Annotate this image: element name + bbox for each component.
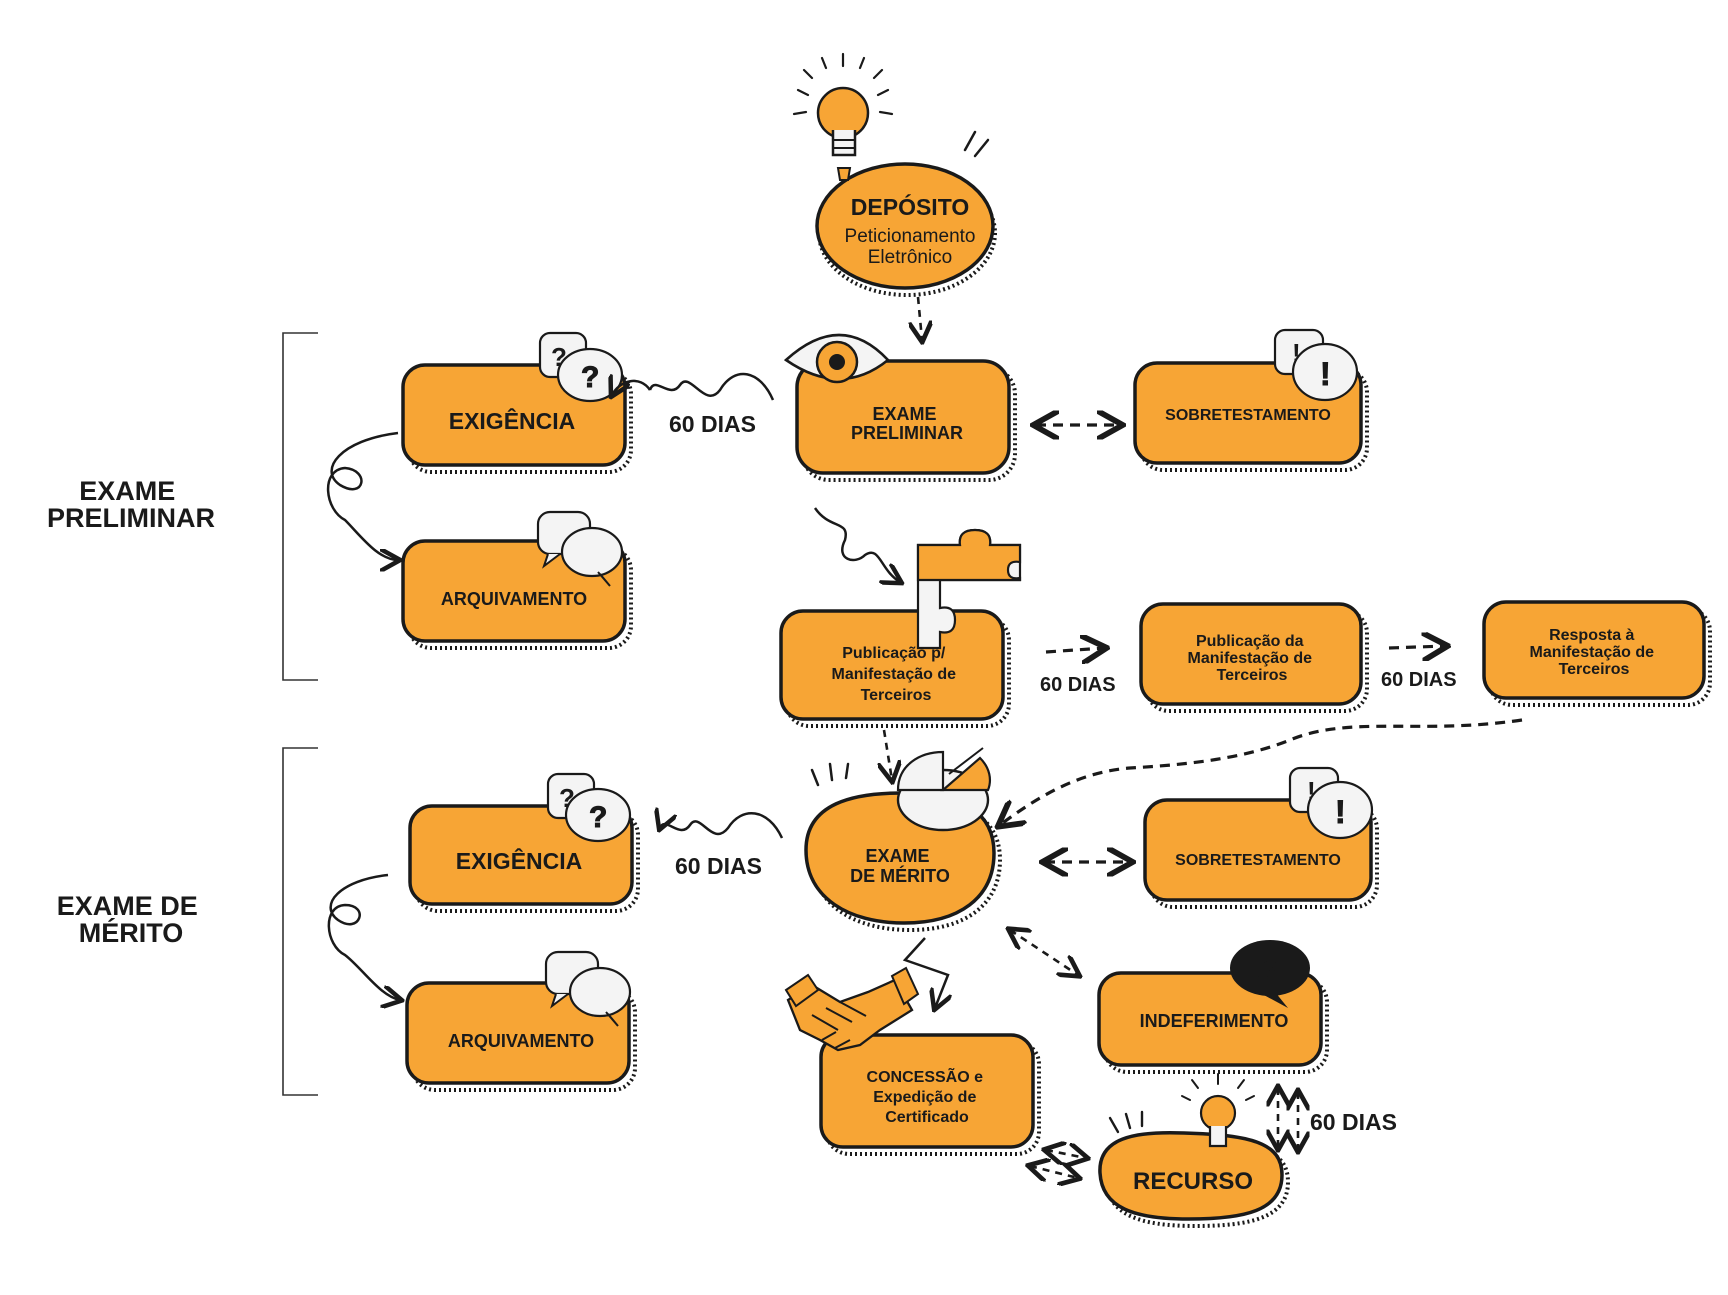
- chat-bubble-icon: [536, 510, 624, 587]
- exame-preliminar-node: EXAME PRELIMINAR: [795, 359, 1017, 482]
- exame-preliminar-label: EXAME PRELIMINAR: [851, 404, 963, 443]
- arrow-publicacao-exame-merito: [884, 729, 892, 780]
- svg-text:!?: !?: [1252, 955, 1278, 986]
- question-bubble-icon-2: ? ?: [546, 772, 632, 843]
- arrow-publicacao-da-resposta: [1388, 646, 1445, 648]
- arrow-concessao-recurso-2: [1030, 1166, 1078, 1178]
- publicacao-da-label: Publicação da Manifestação de Terceiros: [1188, 633, 1317, 684]
- exclamation-bubble-icon: ! !: [1273, 328, 1359, 402]
- arquivamento-label-1: ARQUIVAMENTO: [441, 589, 587, 609]
- days-label-4: 60 DIAS: [675, 853, 762, 879]
- svg-text:?: ?: [581, 361, 599, 394]
- exigencia-label-1: EXIGÊNCIA: [449, 407, 576, 434]
- indeferimento-node: INDEFERIMENTO: [1097, 971, 1329, 1074]
- exclamation-bubble-icon-2: ! !: [1288, 766, 1374, 840]
- days-label-2: 60 DIAS: [1040, 674, 1116, 696]
- arrow-resposta-exame-merito: [1000, 718, 1523, 825]
- deposito-node: DEPÓSITO Peticionamento Eletrônico: [815, 162, 997, 297]
- svg-text:!: !: [1307, 776, 1316, 806]
- arquivamento-label-2: ARQUIVAMENTO: [448, 1031, 594, 1051]
- deposito-sub-1: Peticionamento: [845, 226, 976, 247]
- chat-bubble-icon-2: [544, 950, 632, 1027]
- resposta-label: Resposta à Manifestação de Terceiros: [1530, 627, 1659, 678]
- publicacao-node: Publicação p/ Manifestação de Terceiros: [779, 609, 1011, 728]
- publicacao-da-node: Publicação da Manifestação de Terceiros: [1139, 602, 1369, 713]
- arrow-concessao-recurso-1: [1046, 1150, 1086, 1158]
- arrow-curl-exigencia-arquivamento-2: [327, 873, 400, 1000]
- pie-chart-icon: [896, 747, 991, 832]
- arrow-publicacao-publicacao-da: [1045, 648, 1104, 652]
- days-label-3: 60 DIAS: [1381, 669, 1457, 691]
- arrow-deposito-exame: [918, 296, 922, 340]
- svg-text:!: !: [1335, 794, 1346, 830]
- exame-merito-label: EXAME DE MÉRITO: [850, 846, 950, 886]
- svg-text:?: ?: [589, 801, 607, 834]
- deposito-sub-2: Eletrônico: [868, 247, 953, 268]
- svg-text:!: !: [1292, 338, 1301, 368]
- emphasis-marks: [963, 130, 990, 158]
- days-label-1: 60 DIAS: [669, 411, 756, 437]
- emphasis-marks-2: [810, 762, 850, 787]
- arquivamento-node-2: ARQUIVAMENTO: [405, 981, 637, 1092]
- emphasis-marks-3: [1108, 1110, 1144, 1134]
- eye-icon: [783, 333, 890, 384]
- bracket-preliminary: [282, 332, 318, 681]
- arrow-curl-exame-publicacao: [813, 507, 900, 582]
- sobretestamento-label-1: SOBRETESTAMENTO: [1165, 407, 1331, 424]
- concessao-label: CONCESSÃO e Expedição de Certificado: [867, 1066, 988, 1126]
- indeferimento-label: INDEFERIMENTO: [1140, 1011, 1289, 1031]
- concessao-node: CONCESSÃO e Expedição de Certificado: [819, 1033, 1041, 1156]
- publicacao-label: Publicação p/ Manifestação de Terceiros: [832, 645, 961, 704]
- resposta-node: Resposta à Manifestação de Terceiros: [1482, 600, 1712, 707]
- section-label-merit: EXAME DE MÉRITO: [57, 891, 206, 948]
- sobretestamento-label-2: SOBRETESTAMENTO: [1175, 852, 1341, 869]
- lightbulb-icon-2: [1181, 1073, 1255, 1148]
- section-label-preliminary: EXAME PRELIMINAR: [47, 476, 215, 533]
- days-label-5: 60 DIAS: [1310, 1109, 1397, 1135]
- handshake-icon: [784, 966, 920, 1052]
- arrow-curl-exame-exigencia-1: [612, 372, 775, 400]
- arrow-zigzag-exame-concessao: [902, 937, 948, 1008]
- arrow-curl-exame-exigencia-2: [660, 813, 784, 839]
- svg-text:!: !: [1320, 356, 1331, 392]
- lightbulb-icon: [792, 52, 894, 181]
- deposito-title: DEPÓSITO: [851, 193, 969, 220]
- puzzle-icon: [916, 528, 1022, 650]
- recurso-label: RECURSO: [1133, 1168, 1253, 1195]
- recurso-node: RECURSO: [1098, 1130, 1291, 1229]
- arrow-curl-exigencia-arquivamento-1: [326, 431, 398, 560]
- exigencia-label-2: EXIGÊNCIA: [456, 847, 583, 874]
- bracket-merit: [282, 747, 318, 1096]
- arrow-exame-indeferimento: [1010, 930, 1078, 975]
- exclamation-question-bubble-icon: !?: [1230, 940, 1310, 1008]
